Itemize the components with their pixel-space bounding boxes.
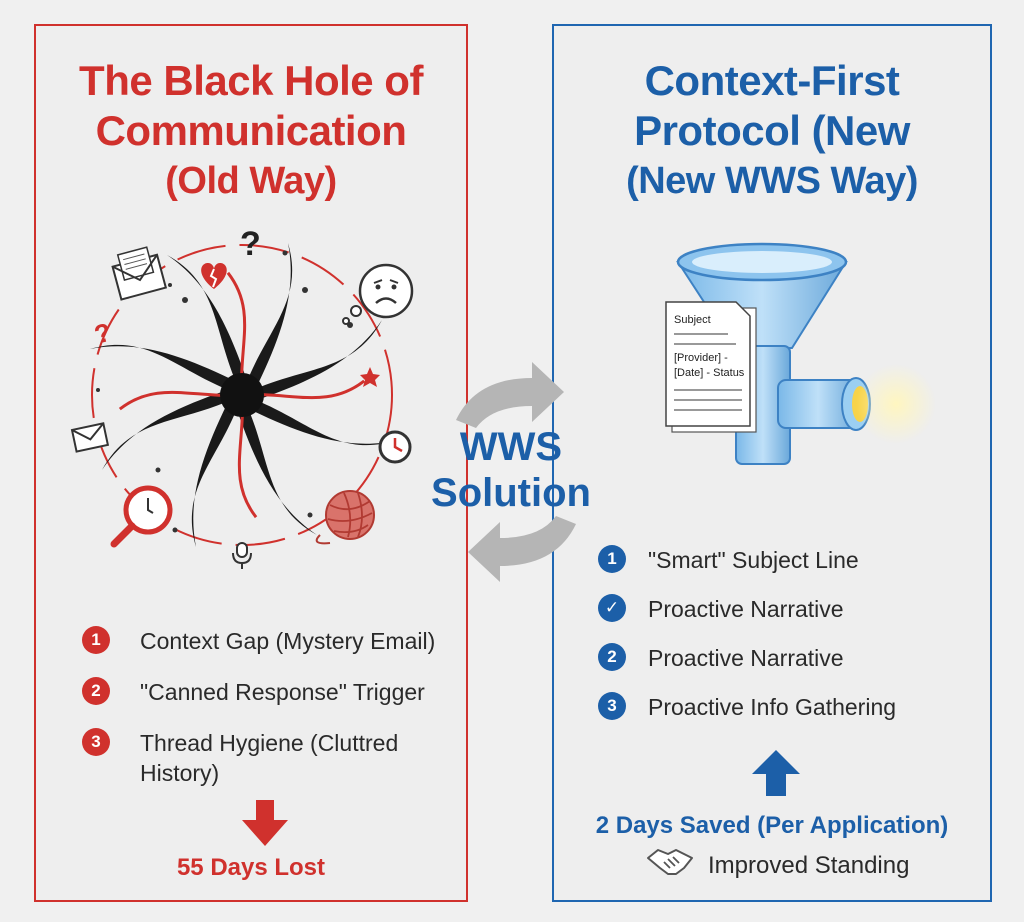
old-way-item-label: Thread Hygiene (Cluttred History)	[140, 730, 399, 786]
microphone-icon	[232, 542, 252, 569]
number-badge: 3	[598, 692, 626, 720]
envelope-icon	[70, 422, 110, 453]
broken-heart-icon	[201, 263, 227, 289]
question-mark-icon: ?	[240, 225, 261, 263]
debris-dots	[96, 250, 353, 533]
old-way-title: The Black Hole of Communication (Old Way…	[36, 56, 466, 206]
sad-face-bubble-icon	[342, 263, 414, 325]
new-way-item-4: 3 Proactive Info Gathering	[598, 692, 988, 741]
open-envelope-icon	[111, 246, 168, 301]
wws-label-line1: WWS	[459, 425, 563, 469]
wws-solution-label: WWS Solution	[416, 424, 606, 516]
arrow-up-icon	[752, 750, 800, 796]
document-subject: Subject	[674, 314, 711, 326]
number-badge: 1	[598, 545, 626, 573]
new-way-title: Context-First Protocol (New (New WWS Way…	[554, 56, 990, 206]
star-icon	[360, 367, 380, 387]
number-badge: 1	[82, 626, 110, 654]
exchange-arrows-icon	[456, 362, 576, 582]
black-hole-illustration: ? ?	[70, 225, 414, 569]
new-way-item-3: 2 Proactive Narrative	[598, 643, 988, 692]
wws-label-line2: Solution	[431, 471, 591, 515]
number-badge: 3	[82, 728, 110, 756]
spiral-vortex-icon	[89, 242, 395, 548]
old-way-item-3: 3 Thread Hygiene (Cluttred History)	[82, 728, 482, 786]
old-way-item-label: "Canned Response" Trigger	[140, 679, 425, 705]
new-way-item-label: Proactive Info Gathering	[648, 694, 897, 720]
new-way-item-2: ✓ Proactive Narrative	[598, 594, 988, 643]
funnel-icon	[676, 242, 936, 465]
magnifier-icon	[110, 485, 173, 548]
document-icon: Subject [Provider] - [Date] - Status	[665, 301, 757, 433]
new-way-title-line2: Protocol (New	[634, 107, 910, 154]
improved-standing: Improved Standing	[650, 852, 909, 880]
old-way-item-2: 2 "Canned Response" Trigger	[82, 677, 482, 728]
old-way-title-line1: The Black Hole of	[79, 57, 423, 104]
check-icon: ✓	[598, 594, 626, 622]
old-way-title-line3: (Old Way)	[165, 160, 337, 202]
new-way-item-label: Proactive Narrative	[648, 596, 844, 622]
arrow-down-icon	[242, 800, 288, 846]
new-way-title-line3: (New WWS Way)	[626, 160, 918, 202]
handshake-icon	[647, 849, 693, 875]
days-saved-label: 2 Days Saved (Per Application)	[595, 812, 949, 839]
new-way-list: 1 "Smart" Subject Line ✓ Proactive Narra…	[598, 545, 988, 741]
funnel-illustration: Subject [Provider] - [Date] - Status	[665, 242, 936, 465]
clock-icon	[378, 430, 412, 464]
old-way-title-line2: Communication	[95, 107, 407, 154]
question-mark-icon: ?	[91, 317, 114, 350]
document-line2: [Date] - Status	[674, 367, 745, 379]
new-way-item-label: Proactive Narrative	[648, 645, 844, 671]
old-way-item-1: 1 Context Gap (Mystery Email)	[82, 626, 482, 677]
old-way-item-label: Context Gap (Mystery Email)	[140, 628, 436, 654]
document-line1: [Provider] -	[674, 352, 728, 364]
days-lost-label: 55 Days Lost	[176, 854, 326, 881]
new-way-item-1: 1 "Smart" Subject Line	[598, 545, 988, 594]
number-badge: 2	[598, 643, 626, 671]
new-way-title-line1: Context-First	[644, 57, 900, 104]
old-way-list: 1 Context Gap (Mystery Email) 2 "Canned …	[82, 626, 482, 786]
number-badge: 2	[82, 677, 110, 705]
yarn-ball-icon	[315, 490, 375, 545]
new-way-item-label: "Smart" Subject Line	[648, 547, 859, 573]
improved-standing-label: Improved Standing	[708, 852, 910, 879]
